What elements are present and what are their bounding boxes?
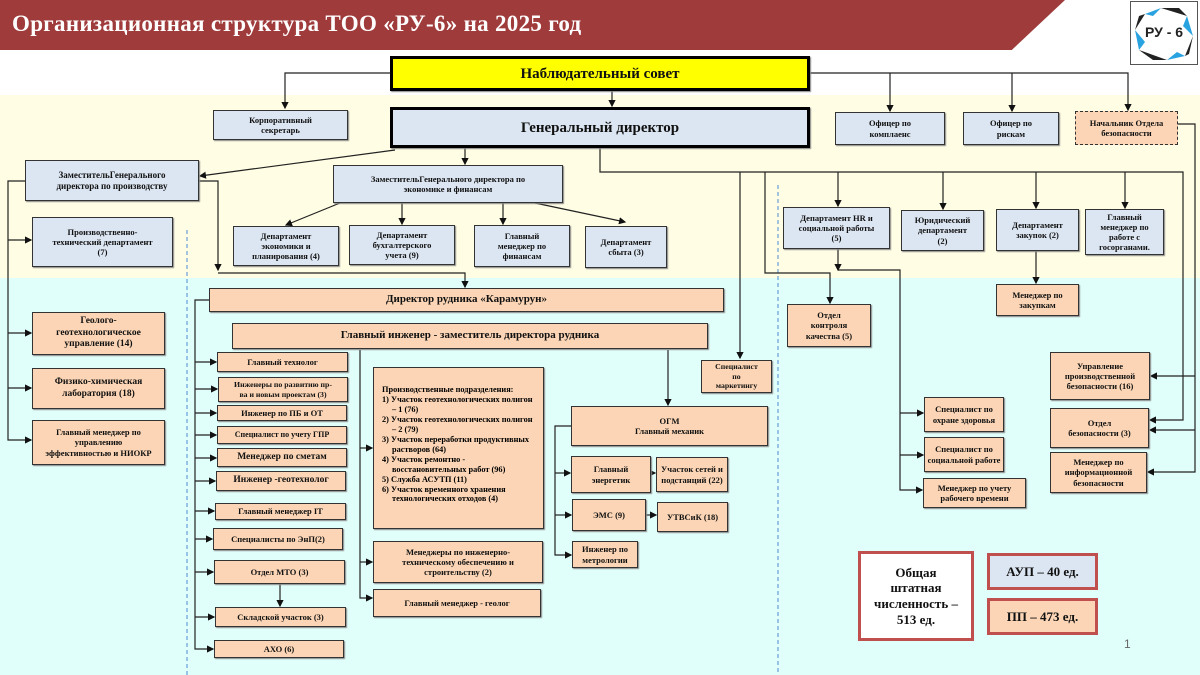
mine-director: Директор рудника «Карамурун»	[209, 288, 724, 312]
it-manager: Главный менеджер IT	[215, 503, 346, 520]
production-unit: 2) Участок геотехнологических полигон – …	[382, 414, 533, 434]
aup-headcount: АУП – 40 ед.	[987, 553, 1098, 590]
legal-department: Юридический департамент (2)	[901, 210, 984, 251]
production-unit: 5) Служба АСУТП (11)	[382, 474, 467, 484]
chief-mechanic: ОГМ Главный механик	[571, 406, 768, 446]
industrial-safety-dept: Управление производственной безопасности…	[1050, 352, 1150, 400]
general-director: Генеральный директор	[390, 107, 810, 148]
chief-technologist: Главный технолог	[217, 352, 348, 372]
production-unit: 6) Участок временного хранения технологи…	[382, 484, 506, 504]
development-engineers: Инженеры по развитию пр- ва и новым прое…	[218, 377, 348, 402]
page-title: Организационная структура ТОО «РУ-6» на …	[12, 11, 582, 36]
sales-department: Департамент сбыта (3)	[585, 226, 667, 268]
procurement-department: Департамент закупок (2)	[996, 209, 1079, 251]
security-department: Отдел безопасности (3)	[1050, 408, 1149, 448]
energy-specialists: Специалисты по ЭнП(2)	[213, 528, 343, 550]
production-unit: 3) Участок переработки продуктивных раст…	[382, 434, 530, 454]
pp-headcount: ПП – 473 ед.	[987, 598, 1098, 635]
deputy-director-production: ЗаместительГенерального директора по про…	[25, 160, 199, 201]
production-units: Производственные подразделения: 1) Участ…	[373, 367, 544, 529]
efficiency-manager: Главный менеджер по управлению эффективн…	[32, 420, 165, 465]
procurement-manager: Менеджер по закупкам	[996, 284, 1079, 316]
company-logo: РУ - 6	[1130, 1, 1198, 65]
chief-engineer: Главный инженер - заместитель директора …	[232, 323, 708, 349]
supervisory-board: Наблюдательный совет	[390, 56, 810, 91]
ems-section: ЭМС (9)	[572, 499, 646, 531]
mto-department: Отдел МТО (3)	[214, 560, 345, 584]
gpr-specialist: Специалист по учету ГПР	[217, 426, 347, 444]
geotechnology-engineer: Инженер -геотехнолог	[216, 471, 346, 491]
production-units-heading: Производственные подразделения:	[382, 385, 514, 394]
hr-department: Департамент HR и социальной работы (5)	[783, 207, 890, 249]
economics-department: Департамент экономики и планирования (4)	[233, 226, 339, 266]
chief-power-engineer: Главный энергетик	[571, 456, 651, 493]
logo-text: РУ - 6	[1144, 24, 1184, 40]
social-work-specialist: Специалист по социальной работе	[924, 437, 1004, 472]
chief-geologist: Главный менеджер - геолог	[373, 589, 541, 617]
infosec-manager: Менеджер по информационной безопасности	[1050, 452, 1147, 493]
metrology-engineer: Инженер по метрологии	[572, 541, 638, 568]
deputy-director-finance: ЗаместительГенерального директора по эко…	[333, 165, 563, 203]
chemistry-lab: Физико-химическая лаборатория (18)	[32, 368, 165, 409]
ptd-department: Производственно- технический департамент…	[32, 217, 173, 267]
logo-arrows-icon	[1135, 8, 1193, 60]
utvsik-section: УТВСиК (18)	[657, 502, 728, 532]
worktime-manager: Менеджер по учету рабочего времени	[923, 478, 1026, 508]
quality-control-dept: Отдел контроля качества (5)	[787, 304, 871, 347]
engineering-support-managers: Менеджеры по инженерно- техническому обе…	[373, 541, 543, 583]
page-number: 1	[1124, 637, 1131, 651]
government-relations-manager: Главный менеджер по работе с госорганами…	[1085, 209, 1164, 255]
corporate-secretary: Корпоративный секретарь	[213, 110, 348, 140]
title-banner	[0, 0, 1065, 50]
warehouse-section: Складской участок (3)	[215, 607, 346, 627]
estimates-manager: Менеджер по сметам	[217, 448, 347, 467]
networks-section: Участок сетей и подстанций (22)	[656, 457, 728, 492]
safety-engineer: Инженер по ПБ и ОТ	[217, 405, 347, 421]
marketing-specialist: Специалист по маркетингу	[701, 360, 772, 393]
total-headcount: Общая штатная численность – 513 ед.	[858, 551, 974, 641]
security-head: Начальник Отдела безопасности	[1075, 111, 1178, 145]
aho-department: АХО (6)	[214, 640, 344, 658]
risk-officer: Офицер по рискам	[963, 112, 1059, 145]
production-unit: 1) Участок геотехнологических полигон – …	[382, 394, 533, 414]
production-unit: 4) Участок ремонтно - восстановительных …	[382, 454, 506, 474]
health-specialist: Специалист по охране здоровья	[924, 397, 1004, 432]
geology-department: Геолого- геотехнологическое управление (…	[32, 312, 165, 355]
finance-manager: Главный менеджер по финансам	[474, 225, 570, 267]
compliance-officer: Офицер по комплаенс	[835, 112, 945, 145]
accounting-department: Департамент бухгалтерского учета (9)	[349, 225, 455, 265]
